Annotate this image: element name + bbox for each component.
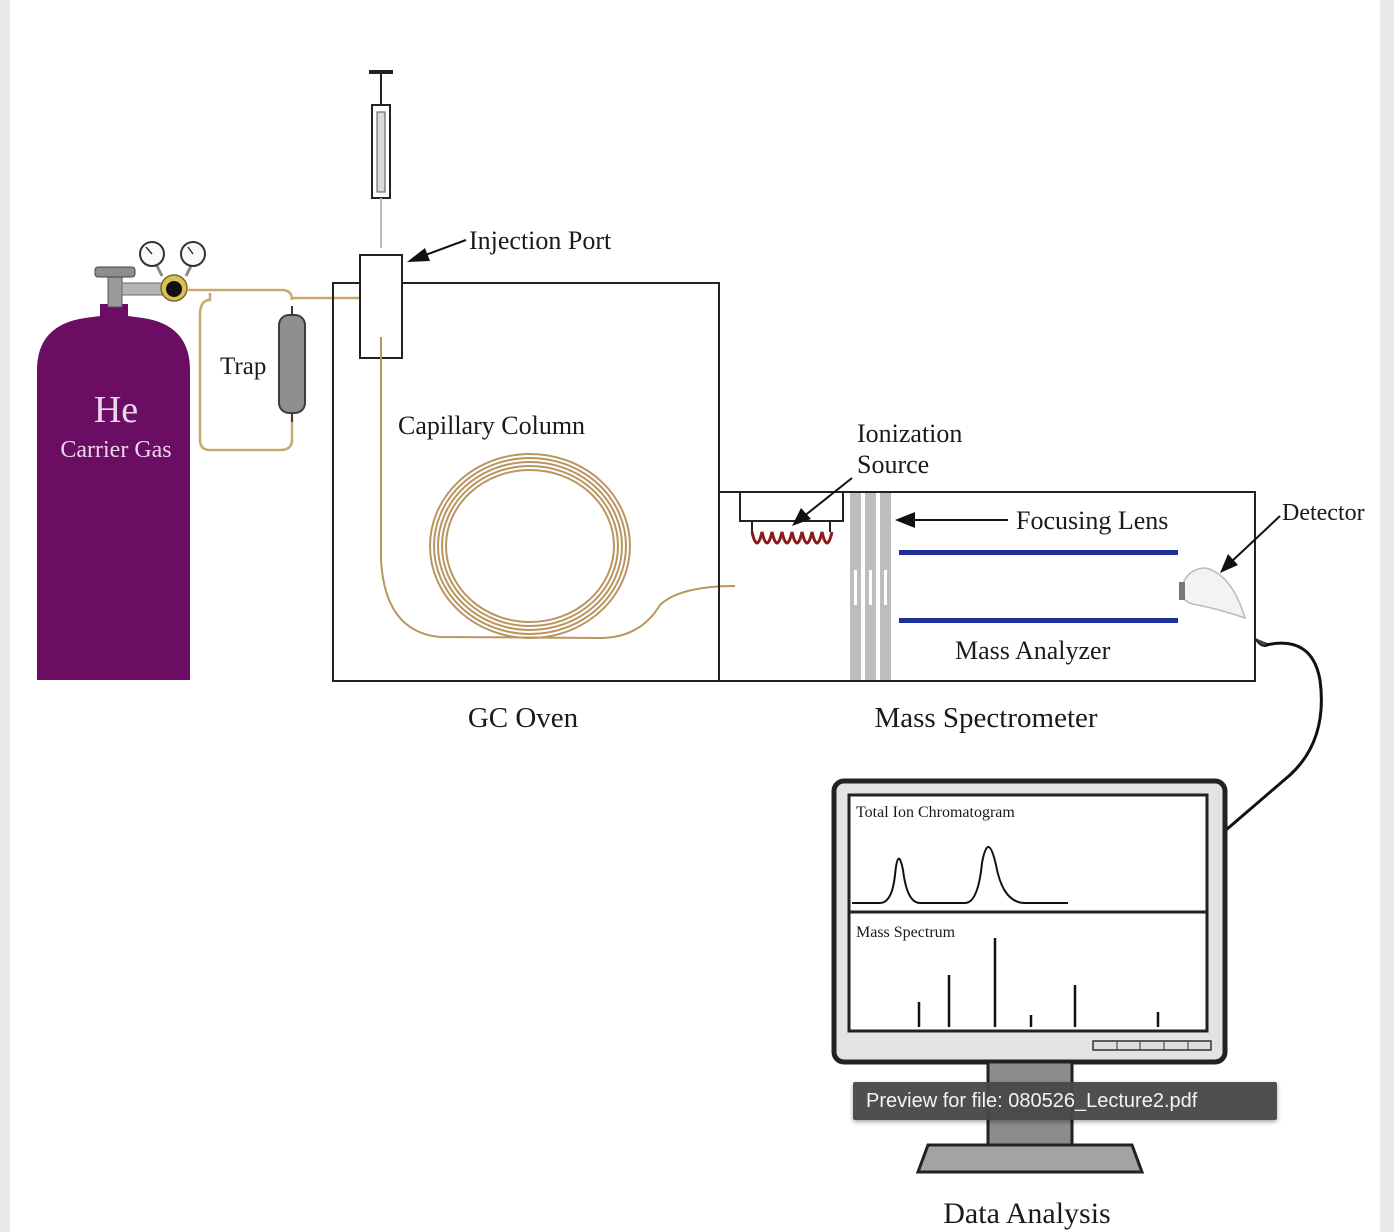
focusing-lens-arrow xyxy=(895,512,1008,528)
ionization-source xyxy=(739,491,844,545)
gc-oven-label: GC Oven xyxy=(468,702,579,734)
mass-spectrometer-label: Mass Spectrometer xyxy=(874,702,1097,734)
detector-element xyxy=(1179,567,1247,620)
gas-line xyxy=(187,288,360,452)
focusing-lens-label: Focusing Lens xyxy=(1016,506,1168,535)
data-analysis-label: Data Analysis xyxy=(943,1197,1110,1230)
detector-arrow xyxy=(1220,515,1281,573)
tic-trace xyxy=(852,846,1068,904)
helium-cylinder xyxy=(37,266,190,680)
injection-port-label: Injection Port xyxy=(469,226,612,255)
mass-spectrum-peaks xyxy=(917,938,1160,1027)
focusing-lens xyxy=(850,493,891,680)
cylinder-carrier-gas-label: Carrier Gas xyxy=(60,437,171,463)
pressure-regulator xyxy=(139,241,206,302)
tic-title: Total Ion Chromatogram xyxy=(856,804,1015,821)
ionization-source-label-line1: Ionization xyxy=(857,419,962,448)
capillary-column xyxy=(380,337,736,640)
detector-label: Detector xyxy=(1282,500,1365,526)
gc-oven-box xyxy=(332,282,720,682)
trap-label: Trap xyxy=(220,353,266,380)
mass-analyzer-rods xyxy=(899,550,1178,623)
computer-monitor xyxy=(831,778,1228,1174)
cylinder-he-label: He xyxy=(94,389,138,431)
injection-port-arrow xyxy=(407,239,467,262)
capillary-column-label: Capillary Column xyxy=(398,411,585,440)
trap-cartridge xyxy=(278,306,306,422)
mass-spectrum-title: Mass Spectrum xyxy=(856,924,956,941)
syringe xyxy=(369,70,393,248)
file-preview-tooltip: Preview for file: 080526_Lecture2.pdf xyxy=(853,1082,1277,1120)
ionization-source-label-line2: Source xyxy=(857,450,929,479)
mass-analyzer-label: Mass Analyzer xyxy=(955,636,1111,665)
data-cable xyxy=(1225,637,1323,832)
ionization-arrow xyxy=(792,477,853,526)
mass-spectrometer-box xyxy=(718,491,1256,682)
monitor-button-strip xyxy=(1092,1040,1212,1051)
